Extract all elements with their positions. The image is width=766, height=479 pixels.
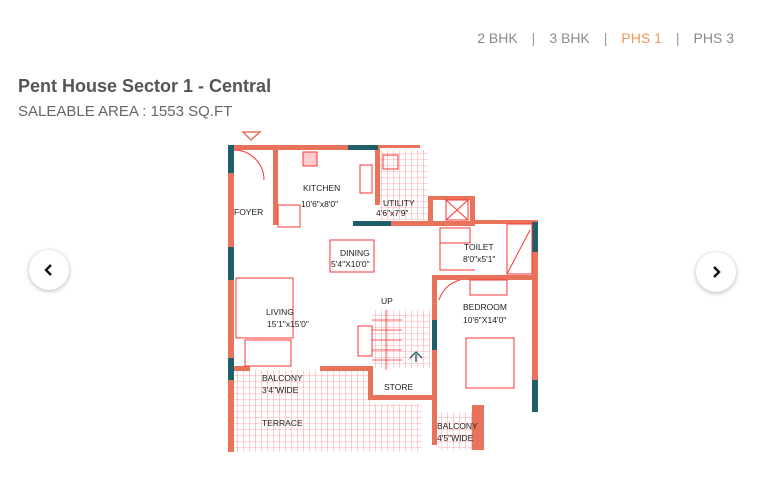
label-dining-size: 5'4"X10'0" bbox=[331, 259, 370, 269]
saleable-area: SALEABLE AREA : 1553 SQ.FT bbox=[18, 103, 233, 120]
label-foyer: FOYER bbox=[234, 207, 263, 217]
label-utility-size: 4'6"x7'9" bbox=[376, 208, 408, 218]
fixtures bbox=[233, 149, 533, 389]
tab-phs3[interactable]: PHS 3 bbox=[693, 30, 734, 46]
chevron-left-icon bbox=[44, 264, 52, 276]
tab-2bhk[interactable]: 2 BHK bbox=[477, 30, 518, 46]
label-dining: DINING bbox=[340, 248, 370, 258]
label-utility: UTILITY bbox=[383, 198, 415, 208]
label-balcony: BALCONY bbox=[262, 373, 303, 383]
label-toilet-size: 8'0"x5'1" bbox=[463, 254, 495, 264]
stair-lines bbox=[372, 310, 402, 370]
label-bedroom: BEDROOM bbox=[463, 302, 507, 312]
label-living-size: 15'1"x15'0" bbox=[267, 319, 309, 329]
label-terrace: TERRACE bbox=[262, 418, 303, 428]
tab-3bhk[interactable]: 3 BHK bbox=[549, 30, 590, 46]
stair-arrow-icon bbox=[409, 351, 423, 362]
tab-separator: | bbox=[603, 30, 608, 46]
label-toilet: TOILET bbox=[464, 242, 494, 252]
unit-type-tabs: 2 BHK | 3 BHK | PHS 1 | PHS 3 bbox=[477, 30, 734, 46]
tab-phs1[interactable]: PHS 1 bbox=[621, 30, 662, 46]
label-balcony2: BALCONY bbox=[437, 421, 478, 431]
utility-floor bbox=[380, 150, 428, 220]
chevron-right-icon bbox=[713, 266, 721, 278]
next-button[interactable] bbox=[696, 252, 736, 292]
tab-separator: | bbox=[675, 30, 680, 46]
windows bbox=[228, 145, 538, 412]
tab-separator: | bbox=[531, 30, 536, 46]
terrace-floor bbox=[232, 404, 422, 452]
label-balcony-size: 3'4"WIDE bbox=[262, 385, 299, 395]
label-kitchen: KITCHEN bbox=[303, 183, 340, 193]
balcony-floor bbox=[232, 370, 372, 404]
floor-plan: FOYER KITCHEN 10'6"x8'0" UTILITY 4'6"x7'… bbox=[228, 131, 538, 452]
prev-button[interactable] bbox=[29, 250, 69, 290]
label-balcony2-size: 4'5"WIDE bbox=[437, 433, 474, 443]
label-up: UP bbox=[381, 296, 393, 306]
label-store: STORE bbox=[384, 382, 413, 392]
entry-marker-icon bbox=[241, 131, 262, 142]
balcony2-floor bbox=[438, 412, 478, 450]
label-kitchen-size: 10'6"x8'0" bbox=[301, 199, 338, 209]
walls bbox=[228, 145, 538, 452]
label-living: LIVING bbox=[266, 307, 294, 317]
stair-floor bbox=[372, 310, 430, 368]
page-title: Pent House Sector 1 - Central bbox=[18, 76, 272, 96]
label-bedroom-size: 10'6"X14'0" bbox=[463, 315, 506, 325]
